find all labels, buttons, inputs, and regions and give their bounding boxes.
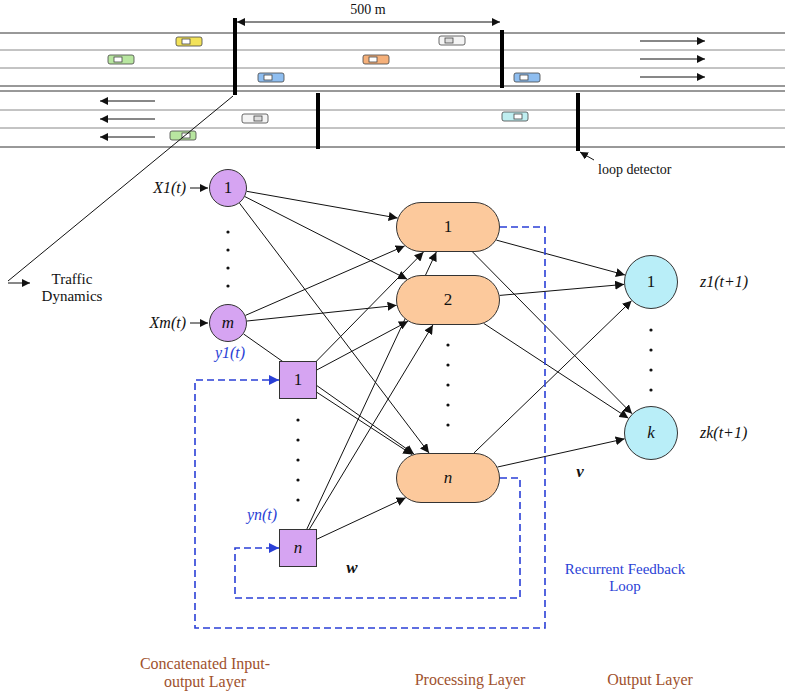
signal-name: yn(t) <box>247 506 277 524</box>
weight-connector <box>500 284 625 295</box>
input-arrows <box>190 188 208 323</box>
output-node: k <box>624 406 678 460</box>
weight-connector <box>317 321 408 370</box>
weight-name: v <box>576 462 584 482</box>
node-number: k <box>647 423 655 443</box>
callout-label: Traffic Dynamics <box>32 271 112 306</box>
weight-connector <box>473 252 632 414</box>
node-number: 1 <box>224 178 233 198</box>
weight-connector <box>484 323 629 418</box>
weight-connector <box>247 191 398 218</box>
input-node: m <box>209 304 247 342</box>
node-number: 1 <box>294 370 303 390</box>
weight-connector <box>496 240 625 275</box>
weight-connector <box>245 197 407 280</box>
weight-connector <box>247 305 397 321</box>
feedback-connector <box>195 227 545 628</box>
output-node: 1 <box>624 255 678 309</box>
cars <box>108 36 540 140</box>
dimension-line <box>237 22 500 23</box>
layer-label: Output Layer <box>607 671 693 689</box>
node-number: 1 <box>444 217 453 237</box>
signal-name: zk(t+1) <box>700 424 747 442</box>
loop-label: Recurrent Feedback Loop <box>555 561 695 596</box>
node-number: n <box>444 468 453 488</box>
traffic-direction-arrows <box>100 41 705 137</box>
weight-connector <box>245 246 404 315</box>
signal-name: y1(t) <box>215 344 245 362</box>
dimension-label: 500 m <box>350 2 385 18</box>
layer-label: Concatenated Input-output Layer <box>125 655 285 692</box>
weight-connector <box>317 498 406 539</box>
hidden-node: 1 <box>396 202 500 252</box>
layer-label: Processing Layer <box>415 671 526 689</box>
weight-connector <box>474 301 632 453</box>
signal-name: Xm(t) <box>150 314 186 332</box>
weight-connector <box>317 392 412 454</box>
context-node: n <box>279 529 317 567</box>
node-number: 2 <box>444 290 453 310</box>
traffic-dynamics-leader <box>8 96 233 283</box>
weight-connector <box>497 439 624 467</box>
context-node: 1 <box>279 361 317 399</box>
loop-detectors <box>235 18 578 151</box>
hidden-node: n <box>396 453 500 503</box>
node-number: m <box>222 313 234 333</box>
input-node: 1 <box>209 169 247 207</box>
road <box>0 33 785 147</box>
signal-name: z1(t+1) <box>700 273 748 291</box>
signal-name: X1(t) <box>153 179 186 197</box>
weight-name: w <box>346 558 357 578</box>
callout-label: loop detector <box>598 162 671 178</box>
weight-connector <box>244 334 414 454</box>
node-number: n <box>294 538 303 558</box>
leader-line <box>580 152 594 160</box>
hidden-node: 2 <box>396 275 500 325</box>
node-number: 1 <box>647 272 656 292</box>
